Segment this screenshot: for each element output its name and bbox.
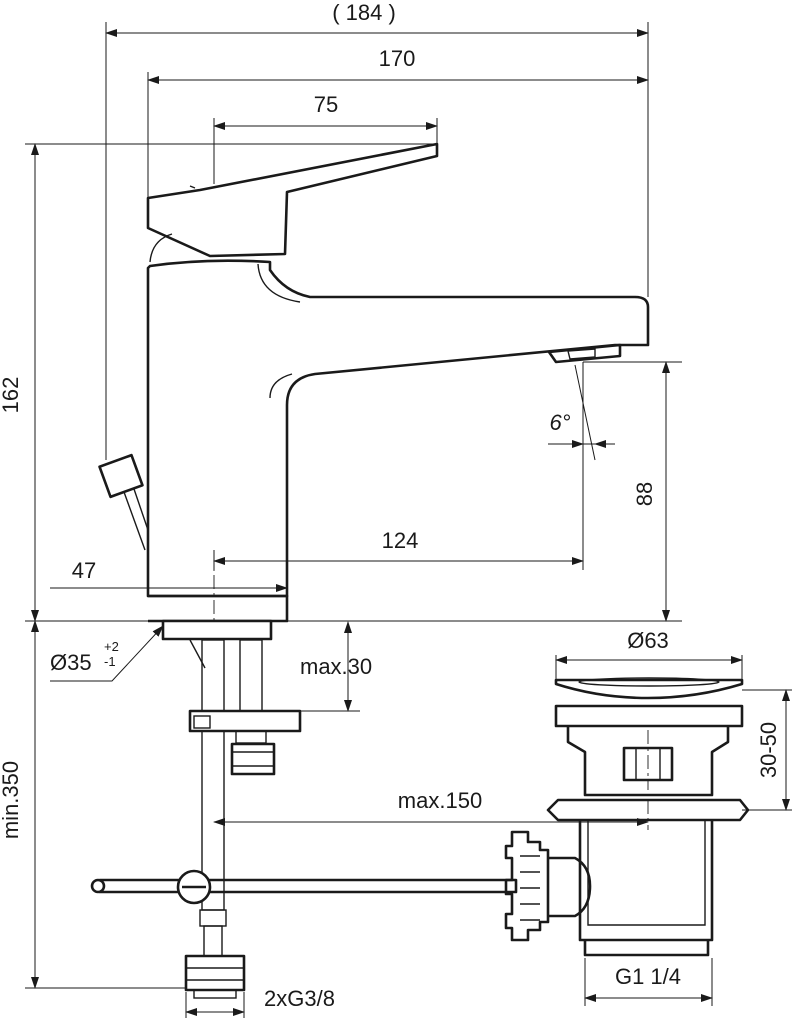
dim-rod-max: max.150 bbox=[398, 788, 482, 813]
dim-waste-range: 30-50 bbox=[756, 722, 781, 778]
dim-waste-diameter: Ø63 bbox=[627, 628, 669, 653]
dimension-labels: ( 184 ) 170 75 162 88 6° 124 47 Ø35 +2 -… bbox=[0, 0, 781, 1011]
dim-spout-angle: 6° bbox=[549, 410, 570, 435]
dim-total-height: 162 bbox=[0, 377, 23, 414]
dimension-lines bbox=[31, 29, 790, 1016]
dim-spout-reach: 170 bbox=[379, 46, 416, 71]
dim-base-diameter: Ø35 bbox=[50, 650, 92, 675]
dim-hose-min: min.350 bbox=[0, 761, 23, 839]
dim-overall-width: ( 184 ) bbox=[332, 0, 396, 25]
dim-base-tol-minus: -1 bbox=[104, 654, 116, 669]
dim-spout-height: 88 bbox=[632, 482, 657, 506]
extension-lines bbox=[25, 22, 792, 1018]
dim-spout-to-center: 124 bbox=[382, 528, 419, 553]
dim-hose-thread: 2xG3/8 bbox=[264, 986, 335, 1011]
waste-pull-rod bbox=[90, 869, 518, 905]
dim-waste-thread: G1 1/4 bbox=[615, 964, 681, 989]
dim-base-tol-plus: +2 bbox=[104, 639, 119, 654]
popup-rod bbox=[98, 453, 149, 551]
dim-deck-max: max.30 bbox=[300, 654, 372, 679]
lever-handle bbox=[146, 142, 439, 263]
waste-assembly bbox=[504, 677, 750, 957]
faucet-body bbox=[146, 259, 650, 598]
supply-hoses bbox=[184, 639, 302, 999]
dim-base-offset: 47 bbox=[72, 558, 96, 583]
faucet-base bbox=[148, 594, 289, 669]
dim-lever-length: 75 bbox=[314, 92, 338, 117]
